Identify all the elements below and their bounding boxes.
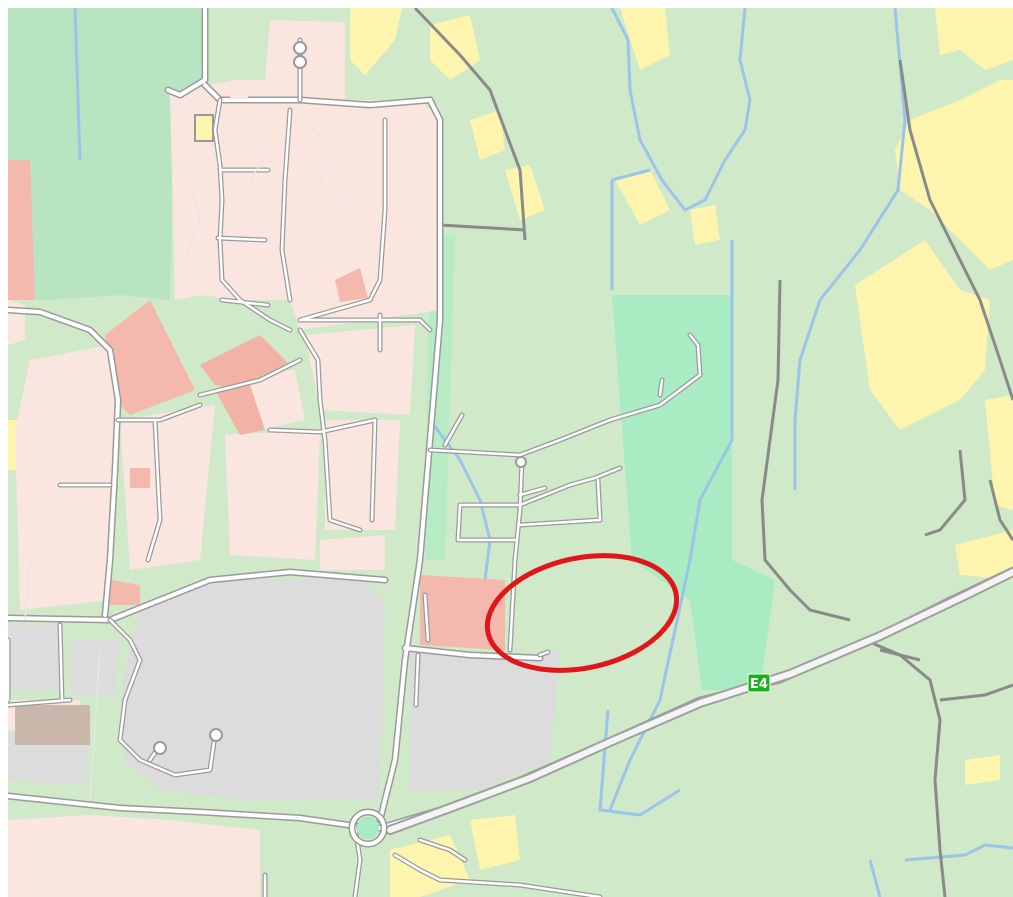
turning-circle	[515, 456, 527, 468]
residential-area	[225, 430, 320, 560]
farmland-area	[935, 8, 1013, 70]
turning-circle	[153, 741, 167, 755]
commercial-area	[420, 575, 505, 650]
industrial-area	[120, 578, 385, 800]
residential-area	[305, 325, 415, 415]
farmland-area	[965, 755, 1000, 785]
residential-area	[320, 535, 385, 570]
commercial-area	[8, 160, 35, 300]
farmland-area	[955, 530, 1013, 580]
turning-circle	[293, 55, 307, 69]
industrial-area	[8, 625, 60, 690]
map-border	[0, 0, 1013, 8]
track	[413, 6, 1013, 897]
residential-area	[325, 420, 400, 530]
industrial-area	[70, 640, 120, 695]
farmland-area	[615, 170, 670, 225]
industrial-area	[410, 650, 560, 790]
commercial-area	[105, 300, 195, 415]
motorway-e4-fill	[387, 569, 1013, 833]
farmland-area	[895, 80, 1013, 270]
highlight-ellipse	[484, 553, 680, 673]
meadow-area	[425, 235, 455, 560]
farmland-area	[620, 8, 670, 70]
route-shield-label: E4	[750, 677, 768, 692]
turning-circle	[209, 728, 223, 742]
meadow-area	[612, 295, 775, 690]
waterway	[73, 7, 1013, 897]
commercial-area	[215, 385, 265, 435]
farmland-area	[985, 395, 1013, 510]
farmland-area	[350, 8, 402, 75]
farmland-area	[470, 815, 520, 870]
residential-area	[385, 120, 425, 215]
farmland-area	[470, 110, 505, 160]
route-shield-e4[interactable]: E4	[747, 673, 771, 693]
building	[15, 705, 90, 745]
residential-area	[15, 345, 120, 610]
farmland-area	[855, 240, 990, 430]
footpaths	[24, 119, 351, 801]
commercial-area	[335, 268, 368, 302]
forest-area	[8, 8, 205, 300]
building	[194, 114, 214, 142]
building	[230, 85, 248, 99]
residential-area	[8, 815, 260, 897]
roundabout-icon	[348, 808, 388, 848]
farmland-area	[690, 205, 720, 245]
turning-circle	[293, 41, 307, 55]
map-border	[0, 0, 8, 897]
minor-roads	[6, 38, 702, 897]
farmland-area	[505, 165, 545, 220]
commercial-area	[110, 580, 140, 605]
route-shield-bg	[747, 673, 771, 693]
commercial-area	[130, 468, 150, 488]
residential-area	[120, 405, 215, 570]
